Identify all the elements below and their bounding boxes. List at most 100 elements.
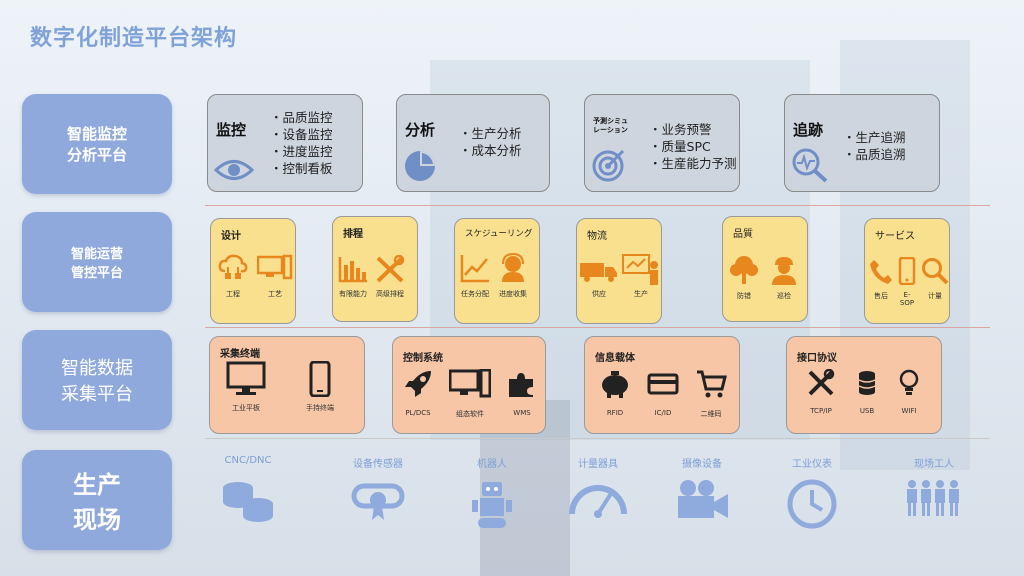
item-label: 工程: [226, 290, 240, 298]
box-title: 予測シミュ レーション: [593, 117, 628, 134]
truck-icon: [579, 253, 619, 283]
terminal-box[interactable]: 采集终端 工业平板 手持终端: [209, 336, 365, 434]
computer-icon: [257, 253, 293, 283]
target-icon: [591, 147, 627, 183]
box-title: 物流: [587, 231, 607, 242]
monitor-box[interactable]: 监控 品质监控 设备监控 进度监控 控制看板: [207, 94, 363, 192]
logistics-box[interactable]: 物流 供应 生产: [576, 218, 662, 324]
monitor-icon: [226, 361, 266, 397]
item-label: 供应: [592, 290, 606, 298]
separator: [205, 205, 990, 206]
list-item: 进度监控: [270, 143, 333, 160]
box-title: 监控: [216, 121, 247, 139]
cloud-network-icon: [217, 253, 249, 283]
list-item: 业务预警: [649, 121, 737, 138]
tools-icon: [375, 255, 405, 283]
item-label: 进度收集: [499, 290, 527, 298]
item-label: 防错: [737, 292, 751, 300]
prediction-box[interactable]: 予測シミュ レーション 业务预警 质量SPC 生産能力予测: [584, 94, 740, 192]
list-item: 设备监控: [270, 126, 333, 143]
carrier-box[interactable]: 信息载体 RFID IC/ID 二维码: [584, 336, 740, 434]
pie-chart-icon: [403, 149, 437, 183]
presenter-icon: [621, 253, 661, 287]
field-label: 机器人: [477, 459, 507, 470]
field-item-gauge: 计量器具: [548, 455, 648, 518]
field-item-sensor: 设备传感器: [328, 455, 428, 522]
list-item: 生产分析: [459, 125, 522, 142]
item-label: 工艺: [268, 290, 282, 298]
clock-icon: [786, 478, 838, 530]
piggy-bank-icon: [599, 369, 631, 399]
coins-icon: [220, 474, 276, 524]
service-box[interactable]: サービス 售后 E-SOP 计量: [864, 218, 950, 324]
bulb-icon: [899, 369, 919, 397]
item-label: 二维码: [700, 410, 722, 418]
list-item: 生産能力予测: [649, 155, 737, 172]
worker-icon: [769, 255, 799, 285]
item-label: 计量: [928, 292, 942, 300]
list-item: 控制看板: [270, 160, 333, 177]
design-box[interactable]: 设计 工程 工艺: [210, 218, 296, 324]
field-label: 现场工人: [914, 459, 954, 470]
list-item: 成本分析: [459, 142, 522, 159]
item-label: 售后: [874, 292, 888, 300]
list-item: 品质追溯: [843, 146, 906, 163]
database-icon: [857, 369, 877, 397]
control-system-box[interactable]: 控制系统 PL/DCS 组态软件 WMS: [392, 336, 546, 434]
box-title: 接口协议: [797, 353, 837, 364]
item-label: WMS: [513, 409, 531, 417]
eye-icon: [214, 157, 254, 183]
field-label: 工业仪表: [792, 459, 832, 470]
box-title: 采集终端: [220, 349, 260, 360]
quality-box[interactable]: 品質 防错 巡检: [722, 216, 808, 322]
item-label: 生产: [634, 290, 648, 298]
card-icon: [647, 369, 679, 399]
puzzle-icon: [507, 369, 537, 399]
box-title: 信息载体: [595, 353, 635, 364]
phone-icon: [869, 257, 893, 285]
analysis-box[interactable]: 分析 生产分析 成本分析: [396, 94, 550, 192]
row-label-monitor: 智能监控 分析平台: [22, 94, 172, 194]
field-item-robot: 机器人: [442, 455, 542, 532]
row-label-collect: 智能数据 采集平台: [22, 330, 172, 430]
box-title: 追跡: [793, 121, 824, 139]
computer-icon: [449, 369, 491, 399]
tree-icon: [729, 255, 759, 285]
field-item-worker: 现场工人: [884, 455, 984, 518]
scheduling-box[interactable]: スケジューリング 任务分配 进度收集: [454, 218, 540, 324]
item-label: 工业平板: [232, 404, 260, 412]
diploma-icon: [350, 478, 406, 522]
item-label: IC/ID: [654, 409, 672, 417]
item-label: 手持终端: [306, 404, 334, 412]
list-item: 质量SPC: [649, 138, 737, 155]
handheld-icon: [308, 361, 332, 397]
bar-chart-icon: [337, 255, 369, 283]
box-title: サービス: [875, 231, 915, 242]
field-item-cnc: CNC/DNC: [198, 455, 298, 524]
schedule-box[interactable]: 排程 有限能力 高级排程: [332, 216, 418, 322]
box-title: 分析: [405, 121, 436, 139]
item-label: 任务分配: [461, 290, 489, 298]
field-label: CNC/DNC: [224, 455, 272, 466]
tools-icon: [807, 369, 835, 397]
box-title: 控制系统: [403, 353, 443, 364]
item-label: WIFI: [901, 407, 917, 415]
box-title: スケジューリング: [465, 229, 533, 239]
trace-box[interactable]: 追跡 生产追溯 品质追溯: [784, 94, 940, 192]
gauge-icon: [568, 478, 628, 518]
people-icon: [904, 478, 964, 518]
field-label: 摄像设备: [682, 459, 722, 470]
mobile-icon: [897, 257, 917, 285]
item-label: 有限能力: [339, 290, 367, 298]
field-label: 设备传感器: [353, 459, 403, 470]
magnifier-pulse-icon: [791, 147, 829, 183]
headset-icon: [497, 253, 529, 283]
item-label: TCP/IP: [810, 407, 832, 415]
item-label: USB: [859, 407, 875, 415]
box-title: 排程: [343, 229, 363, 240]
protocol-box[interactable]: 接口协议 TCP/IP USB WIFI: [786, 336, 942, 434]
row-label-operate: 智能运营 管控平台: [22, 212, 172, 312]
rocket-icon: [403, 369, 433, 399]
item-label: 高级排程: [376, 290, 404, 298]
list-item: 品质监控: [270, 109, 333, 126]
